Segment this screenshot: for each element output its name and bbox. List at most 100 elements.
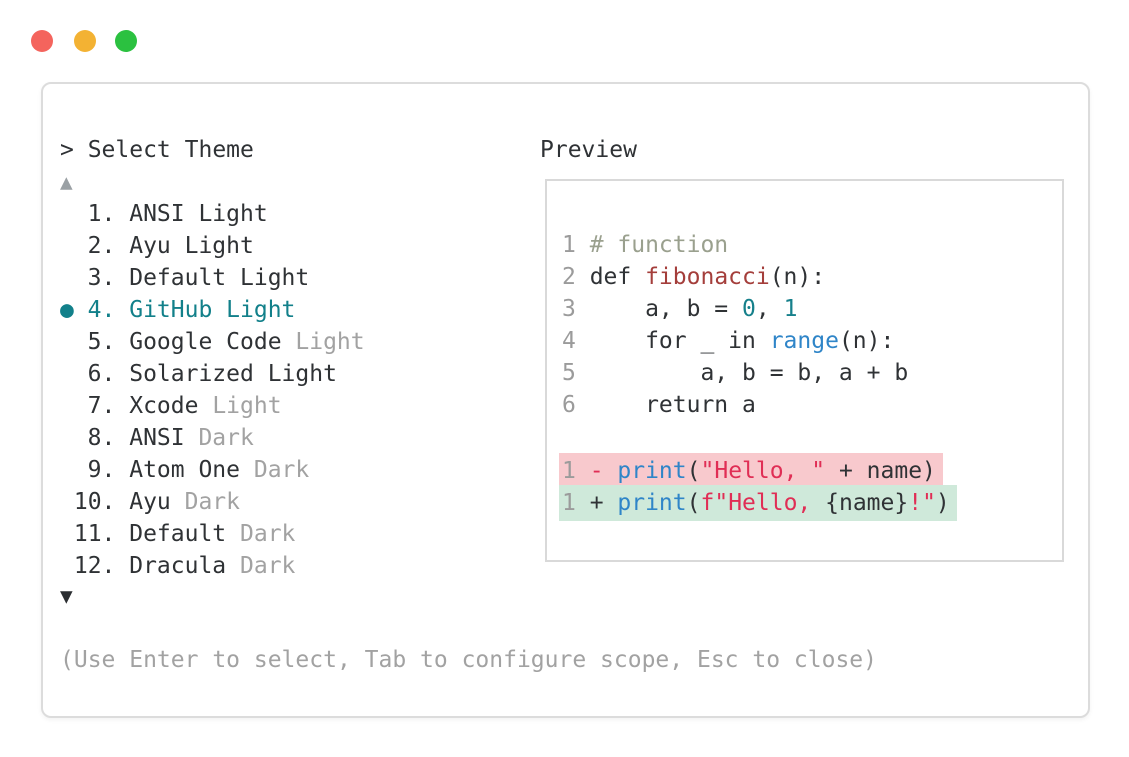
code-token: fibonacci	[645, 264, 770, 290]
preview-title: Preview	[540, 137, 637, 163]
theme-option[interactable]: 6. Solarized Light	[60, 358, 365, 390]
theme-option[interactable]: 8. ANSI Dark	[60, 422, 365, 454]
code-token: f"Hello,	[700, 490, 826, 516]
code-line-content: 6 return a	[562, 389, 756, 421]
code-line-content	[562, 421, 590, 453]
theme-variant: Dark	[226, 521, 296, 547]
theme-number: 2.	[87, 233, 116, 259]
code-line: 6 return a	[562, 389, 957, 421]
code-token: !"	[908, 490, 936, 516]
theme-number: 9.	[87, 457, 116, 483]
theme-name: GitHub Light	[129, 297, 296, 323]
theme-number: 10.	[73, 489, 116, 515]
code-token: -	[589, 458, 618, 484]
line-number: 1	[562, 490, 576, 516]
theme-name: Solarized Light	[129, 361, 337, 387]
close-circle-icon[interactable]	[31, 30, 53, 52]
theme-number: 5.	[87, 329, 116, 355]
code-token: ,	[755, 296, 784, 322]
theme-option[interactable]: 10. Ayu Dark	[60, 486, 365, 518]
theme-name: Ayu	[129, 489, 171, 515]
theme-name: ANSI Light	[129, 201, 268, 227]
theme-name: Xcode	[129, 393, 199, 419]
code-line-content: 1 # function	[562, 229, 728, 261]
theme-name: Google Code	[129, 329, 282, 355]
theme-option[interactable]: 3. Default Light	[60, 262, 365, 294]
theme-option[interactable]: 5. Google Code Light	[60, 326, 365, 358]
theme-option[interactable]: ● 4. GitHub Light	[60, 294, 365, 326]
theme-name: Default Light	[129, 265, 310, 291]
theme-number: 6.	[87, 361, 116, 387]
theme-variant: Dark	[240, 457, 310, 483]
theme-option[interactable]: 2.Ayu Light	[60, 230, 365, 262]
code-token: (	[686, 490, 701, 516]
code-token: (	[686, 458, 701, 484]
theme-variant: Light	[281, 329, 365, 355]
theme-variant: Dark	[184, 425, 254, 451]
code-token: def	[589, 264, 646, 290]
theme-number: 3.	[87, 265, 116, 291]
code-line-content: 3 a, b = 0, 1	[562, 293, 797, 325]
theme-option[interactable]: 9. Atom One Dark	[60, 454, 365, 486]
line-number: 1	[562, 458, 576, 484]
code-line: 2 def fibonacci(n):	[562, 261, 957, 293]
line-number: 4	[562, 328, 576, 354]
scroll-up-icon[interactable]: ▲	[60, 170, 73, 194]
theme-variant: Light	[198, 393, 282, 419]
code-token: (n):	[769, 264, 826, 290]
theme-variant: Dark	[170, 489, 241, 515]
code-token: a, b = b, a + b	[589, 360, 909, 386]
theme-option[interactable]: 12. Dracula Dark	[60, 550, 365, 582]
minimize-circle-icon[interactable]	[74, 30, 96, 52]
code-token: print	[617, 458, 687, 484]
line-number: 5	[562, 360, 576, 386]
code-line: 4 for _ in range(n):	[562, 325, 957, 357]
code-line-content: 5 a, b = b, a + b	[562, 357, 908, 389]
zoom-circle-icon[interactable]	[115, 30, 137, 52]
code-token: range	[769, 328, 839, 354]
code-line-removed: 1- print("Hello, " + name)	[559, 453, 957, 489]
theme-number: 8.	[87, 425, 116, 451]
code-line: 1 # function	[562, 229, 957, 261]
code-token: # function	[589, 232, 729, 258]
code-token: + name)	[825, 458, 936, 484]
code-line-added: 1 + print(f"Hello, {name}!")	[559, 485, 957, 521]
code-token: (n):	[838, 328, 895, 354]
theme-number: 12.	[73, 553, 116, 579]
theme-variant: Dark	[226, 553, 296, 579]
code-line-content: 4 for _ in range(n):	[562, 325, 894, 357]
theme-name: ANSI	[129, 425, 185, 451]
code-token: 1	[783, 296, 798, 322]
code-token: "Hello, "	[700, 458, 826, 484]
line-number: 3	[562, 296, 576, 322]
code-token: +	[589, 490, 618, 516]
code-line-content: 2 def fibonacci(n):	[562, 261, 825, 293]
code-token: print	[617, 490, 687, 516]
code-line-content: 1- print("Hello, " + name)	[559, 453, 943, 489]
scroll-down-icon[interactable]: ▼	[60, 584, 73, 608]
theme-number: 7.	[87, 393, 116, 419]
theme-option[interactable]: 7. Xcode Light	[60, 390, 365, 422]
code-token: return a	[589, 392, 756, 418]
code-token: )	[935, 490, 950, 516]
theme-number: 4.	[87, 297, 116, 323]
code-line-content: 1 + print(f"Hello, {name}!")	[559, 485, 957, 521]
theme-option[interactable]: 1.ANSI Light	[60, 198, 365, 230]
line-number: 2	[562, 264, 576, 290]
code-token: 0	[742, 296, 756, 322]
theme-option[interactable]: 11.Default Dark	[60, 518, 365, 550]
picker-title: > Select Theme	[60, 137, 254, 163]
theme-number: 11.	[73, 521, 116, 547]
help-text: (Use Enter to select, Tab to configure s…	[60, 647, 877, 673]
theme-name: Atom One	[129, 457, 240, 483]
code-token: for _ in	[589, 328, 770, 354]
theme-name: Dracula	[129, 553, 227, 579]
selected-bullet-icon: ●	[60, 297, 74, 323]
line-number: 1	[562, 232, 576, 258]
code-token: {name}	[825, 490, 909, 516]
